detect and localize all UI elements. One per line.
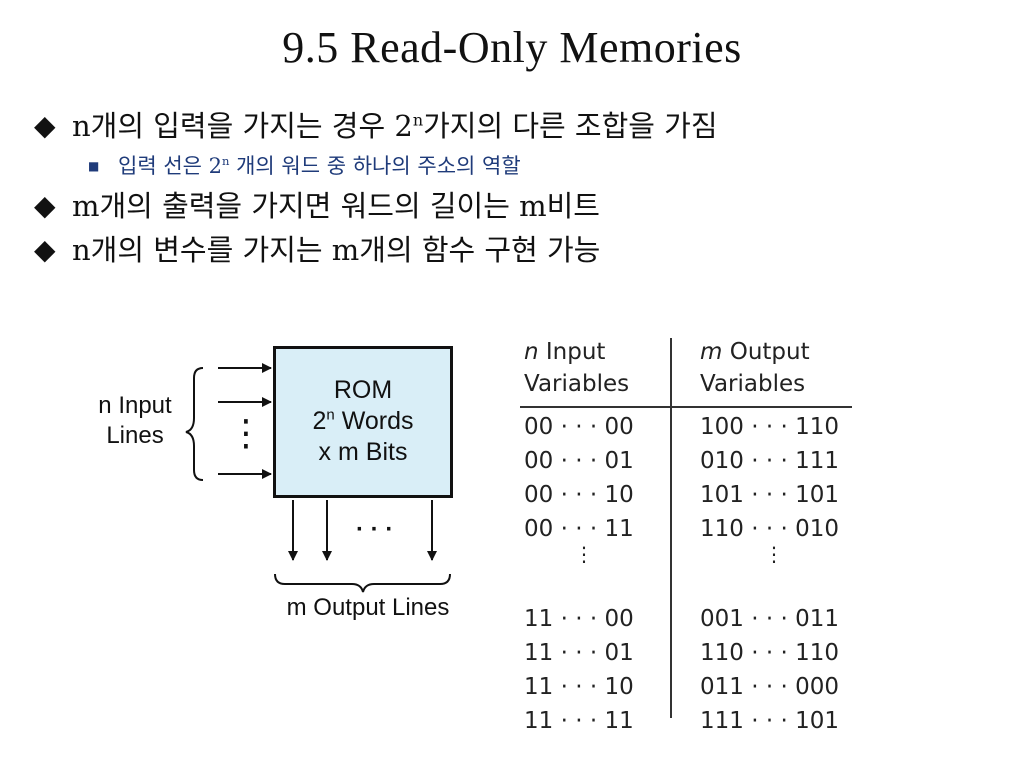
bullet-1-text: n개의 입력을 가지는 경우 2n가지의 다른 조합을 가짐	[72, 109, 718, 143]
output-lines-label: m Output Lines	[286, 594, 450, 621]
diamond-bullet-icon: ◆	[34, 233, 56, 266]
diamond-bullet-icon: ◆	[34, 189, 56, 222]
table-cell-output: 011 · · · 000	[700, 674, 839, 700]
output-column-header: m Output	[700, 339, 810, 365]
table-cell-output: 110 · · · 010	[700, 516, 839, 542]
bullet-3-text: n개의 변수를 가지는 m개의 함수 구현 가능	[72, 233, 601, 267]
table-cell-input: 11 · · · 11	[524, 708, 634, 734]
bullet-list: ◆ n개의 입력을 가지는 경우 2n가지의 다른 조합을 가짐 ■ 입력 선은…	[34, 104, 994, 272]
input-vertical-ellipsis: ⋮	[228, 413, 264, 454]
input-column-header: n Input	[524, 339, 606, 365]
square-bullet-icon: ■	[88, 159, 100, 173]
slide-title: 9.5 Read-Only Memories	[282, 23, 742, 72]
table-cell-input: 00 · · · 01	[524, 448, 634, 474]
table-cell-output: 110 · · · 110	[700, 640, 839, 666]
truth-table: n Input Variables 00 · · · 00 00 · · · 0…	[520, 336, 860, 734]
table-cell-output: 101 · · · 101	[700, 482, 839, 508]
table-cell-input: 11 · · · 10	[524, 674, 634, 700]
table-cell-input: 11 · · · 00	[524, 606, 634, 632]
table-cell-output: 010 · · · 111	[700, 448, 839, 474]
bullet-2-text: m개의 출력을 가지면 워드의 길이는 m비트	[72, 189, 600, 223]
output-brace	[274, 573, 451, 593]
vertical-ellipsis: ⋮	[574, 542, 594, 566]
table-header-divider	[520, 406, 852, 408]
output-column: m Output Variables 100 · · · 110 010 · ·…	[700, 336, 860, 734]
table-cell-output: 001 · · · 011	[700, 606, 839, 632]
sub-bullet-1: ■ 입력 선은 2n 개의 워드 중 하나의 주소의 역할	[34, 148, 994, 184]
rom-box: ROM 2n Words x m Bits	[273, 346, 453, 498]
input-column: n Input Variables 00 · · · 00 00 · · · 0…	[524, 336, 664, 734]
table-cell-output: 100 · · · 110	[700, 414, 839, 440]
diamond-bullet-icon: ◆	[34, 109, 56, 142]
bullet-3: ◆ n개의 변수를 가지는 m개의 함수 구현 가능	[34, 228, 994, 272]
table-cell-input: 00 · · · 00	[524, 414, 634, 440]
table-column-divider	[670, 338, 672, 718]
input-lines-label: n Input Lines	[98, 392, 172, 449]
table-cell-input: 00 · · · 11	[524, 516, 634, 542]
output-column-header-line2: Variables	[700, 371, 806, 397]
bullet-1: ◆ n개의 입력을 가지는 경우 2n가지의 다른 조합을 가짐	[34, 104, 994, 148]
bullet-2: ◆ m개의 출력을 가지면 워드의 길이는 m비트	[34, 184, 994, 228]
input-brace	[185, 367, 204, 481]
rom-diagram: ⋮ · · · n Input Lines ROM 2n Words x m B…	[70, 338, 490, 638]
table-cell-input: 11 · · · 01	[524, 640, 634, 666]
vertical-ellipsis: ⋮	[764, 542, 784, 566]
input-column-header-line2: Variables	[524, 371, 630, 397]
table-cell-input: 00 · · · 10	[524, 482, 634, 508]
rom-wires	[185, 363, 451, 593]
output-horizontal-ellipsis: · · ·	[356, 516, 394, 543]
table-cell-output: 111 · · · 101	[700, 708, 839, 734]
sub-bullet-1-text: 입력 선은 2n 개의 워드 중 하나의 주소의 역할	[118, 154, 521, 178]
